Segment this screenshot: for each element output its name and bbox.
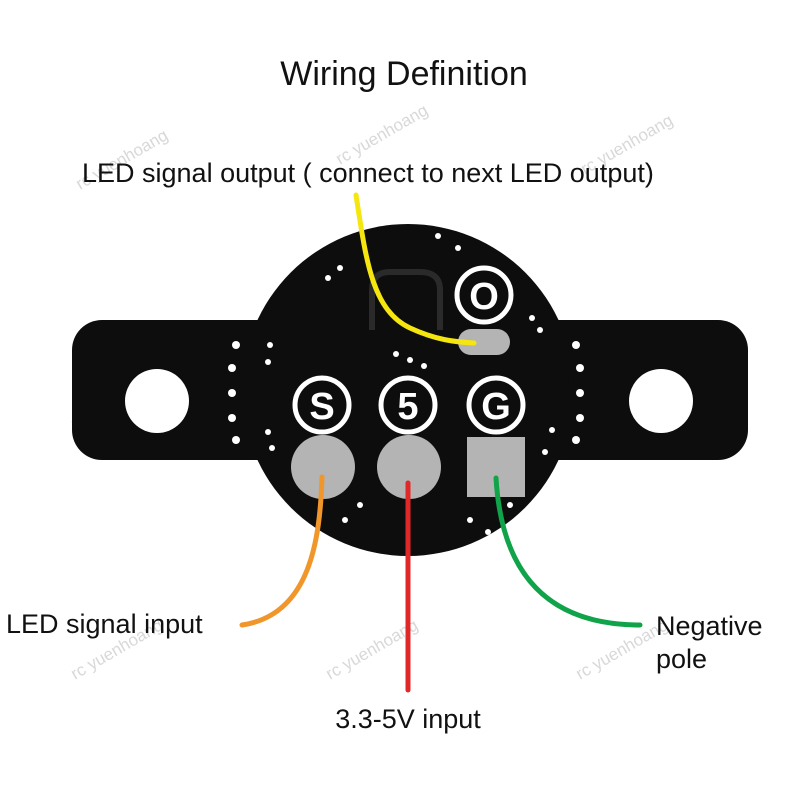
wire-input	[239, 474, 325, 628]
via	[228, 414, 236, 422]
wire-output	[353, 192, 477, 346]
via	[576, 389, 584, 397]
via	[232, 436, 240, 444]
pcb-vias	[228, 233, 584, 535]
via	[549, 427, 555, 433]
mounting-hole-right	[629, 369, 693, 433]
pin-s-marker	[292, 375, 352, 435]
label-negative-pole-2: pole	[656, 644, 707, 674]
via	[529, 315, 535, 321]
mounting-hole-left	[125, 369, 189, 433]
via	[467, 517, 473, 523]
pcb-board: O S 5 G	[72, 224, 748, 556]
pin-g-marker	[466, 375, 526, 435]
via	[269, 445, 275, 451]
label-power-input: 3.3-5V input	[335, 704, 481, 734]
via	[507, 502, 513, 508]
via	[485, 529, 491, 535]
via	[576, 414, 584, 422]
output-pad	[458, 329, 510, 355]
diagram-title: Wiring Definition	[280, 55, 528, 93]
via	[572, 436, 580, 444]
via	[337, 265, 343, 271]
via	[357, 502, 363, 508]
via	[542, 449, 548, 455]
signal-input-pad	[291, 435, 355, 499]
via	[228, 364, 236, 372]
via	[572, 341, 580, 349]
via	[228, 389, 236, 397]
via	[407, 357, 413, 363]
pin-s-label: S	[309, 386, 334, 428]
label-led-input: LED signal input	[6, 609, 203, 639]
via	[265, 429, 271, 435]
pin-5-label: 5	[397, 386, 418, 428]
via	[537, 327, 543, 333]
power-input-pad	[377, 435, 441, 499]
label-negative-pole: Negative	[656, 611, 763, 641]
wire-ground	[493, 475, 643, 628]
via	[455, 245, 461, 251]
via	[576, 364, 584, 372]
pin-o-label: O	[469, 276, 499, 318]
pin-o-marker	[454, 265, 514, 325]
via	[325, 275, 331, 281]
via	[393, 351, 399, 357]
wires	[239, 192, 643, 693]
via	[232, 341, 240, 349]
pin-g-label: G	[481, 386, 511, 428]
via	[267, 342, 273, 348]
via	[435, 233, 441, 239]
label-led-output: LED signal output ( connect to next LED …	[82, 158, 654, 188]
pin-5-marker	[378, 375, 438, 435]
via	[265, 359, 271, 365]
via	[342, 517, 348, 523]
via	[421, 363, 427, 369]
